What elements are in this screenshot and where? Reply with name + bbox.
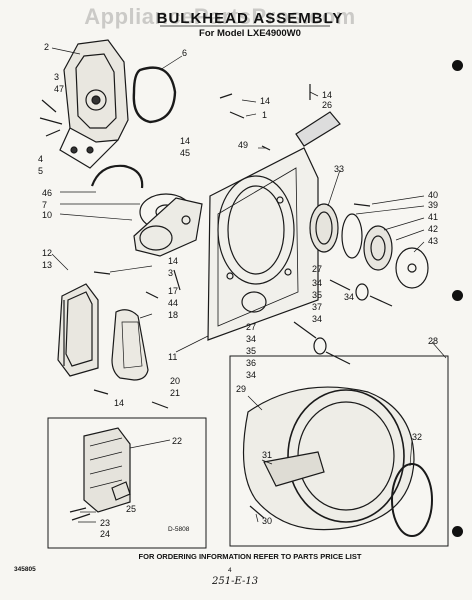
callout-44: 44	[168, 298, 178, 308]
front-duct-cover	[59, 39, 129, 169]
callout-40: 40	[428, 190, 438, 200]
callout-12: 12	[42, 248, 52, 258]
callout-13: 13	[42, 260, 52, 270]
dryer-drum	[242, 386, 415, 531]
drum-rollers	[293, 279, 393, 365]
callout-5: 5	[38, 166, 43, 176]
page-number: 4	[228, 567, 232, 574]
lamp-seal	[309, 203, 339, 253]
callout-34-b: 34	[312, 314, 322, 324]
callout-3: 3	[54, 72, 59, 82]
callout-34-c: 34	[246, 334, 256, 344]
callout-7: 7	[42, 200, 47, 210]
callout-20: 20	[170, 376, 180, 386]
callout-11: 11	[168, 352, 177, 362]
callout-30: 30	[262, 516, 272, 526]
callout-4: 4	[38, 154, 43, 164]
callout-46: 46	[42, 188, 52, 198]
callout-27-upper: 27	[312, 264, 322, 274]
callout-14-bottom: 14	[114, 398, 124, 408]
model-subtitle: For Model LXE4900W0	[199, 28, 301, 39]
callout-34-d: 34	[246, 370, 256, 380]
callout-23: 23	[100, 518, 110, 528]
callout-labels: 2 3 47 4 5 6 14 1 14 26 14 45 49 46 7 10…	[38, 42, 438, 539]
diagram-title: BULKHEAD ASSEMBLY	[156, 10, 344, 27]
callout-41: 41	[428, 212, 438, 222]
callout-31: 31	[262, 450, 272, 460]
lint-duct	[57, 283, 99, 377]
callout-47: 47	[54, 84, 64, 94]
blower-housing	[133, 193, 203, 257]
callout-28: 28	[428, 336, 438, 346]
callout-1: 1	[262, 110, 267, 120]
inset-box	[47, 417, 207, 549]
callout-49: 49	[238, 140, 248, 150]
callout-25: 25	[126, 504, 136, 514]
callout-43: 43	[428, 236, 438, 246]
diagram-number: D-5808	[168, 526, 190, 533]
document-code: 345805	[14, 566, 36, 573]
callout-42: 42	[428, 224, 438, 234]
callout-36: 36	[246, 358, 256, 368]
callout-33: 33	[334, 164, 344, 174]
site-watermark: AppliancePartsPros.com	[84, 4, 356, 29]
callout-3-lower: 3	[168, 268, 173, 278]
callout-35-upper: 35	[312, 290, 322, 300]
binder-hole-top	[452, 60, 463, 71]
handwritten-reference: 251-E-13	[212, 576, 259, 587]
ordering-note: FOR ORDERING INFORMATION REFER TO PARTS …	[138, 552, 362, 561]
callout-14-mid: 14	[180, 136, 190, 146]
callout-21: 21	[170, 388, 180, 398]
callout-6: 6	[182, 48, 187, 58]
callout-18: 18	[168, 310, 178, 320]
callout-37: 37	[312, 302, 322, 312]
bulkhead-panel	[207, 147, 319, 341]
binder-hole-middle	[452, 290, 463, 301]
callout-35-lower: 35	[246, 346, 256, 356]
callout-14-right: 14	[322, 90, 332, 100]
callout-34-e: 34	[344, 292, 354, 302]
callout-26: 26	[322, 100, 332, 110]
callout-22: 22	[172, 436, 182, 446]
callout-32: 32	[412, 432, 422, 442]
drum-seal	[391, 463, 433, 537]
callout-17: 17	[168, 286, 178, 296]
callout-14-top: 14	[260, 96, 270, 106]
clip-ring	[90, 164, 144, 189]
callout-14-lower: 14	[168, 256, 178, 266]
drum-box	[229, 355, 449, 547]
callout-39: 39	[428, 200, 438, 210]
heater-element	[69, 427, 131, 521]
callout-29: 29	[236, 384, 246, 394]
callout-34-a: 34	[312, 278, 322, 288]
duct-seal	[132, 66, 177, 124]
callout-24: 24	[100, 529, 110, 539]
thermostat-assembly	[341, 213, 429, 289]
binder-hole-bottom	[452, 526, 463, 537]
callout-2: 2	[44, 42, 49, 52]
callout-10: 10	[42, 210, 52, 220]
callout-45: 45	[180, 148, 190, 158]
left-screws	[39, 99, 63, 137]
bracket	[295, 111, 341, 147]
lint-screen	[111, 309, 149, 381]
callout-27-lower: 27	[246, 322, 256, 332]
small-fasteners	[93, 84, 371, 409]
